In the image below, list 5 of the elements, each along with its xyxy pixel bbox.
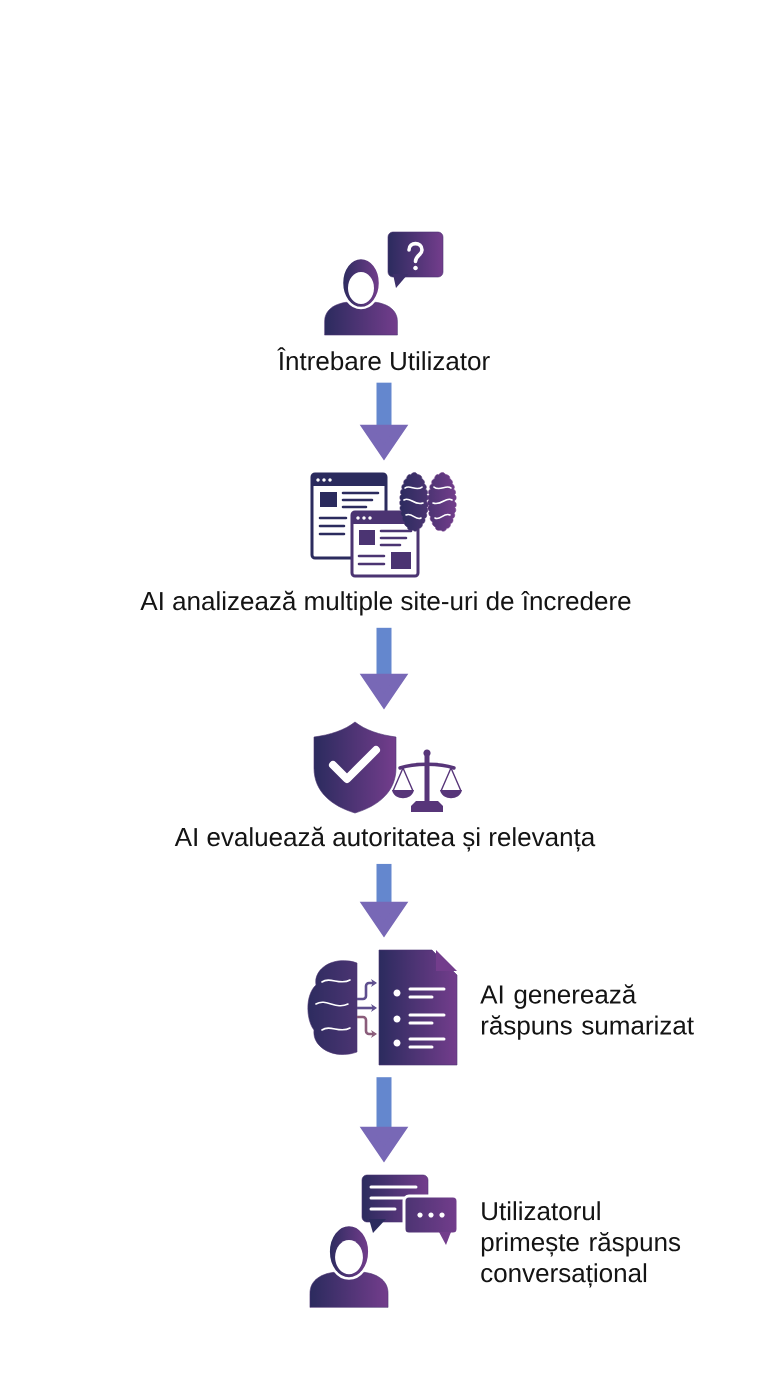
step-caption: Întrebare Utilizator bbox=[277, 347, 490, 371]
step-caption: Utilizatorul primește răspuns conversațional bbox=[481, 1201, 681, 1288]
step-caption: AI analizează multiple site-uri de încredere bbox=[140, 590, 631, 616]
step-caption: AI evaluează autoritatea și relevanța bbox=[174, 826, 596, 852]
step-caption: AI generează răspuns sumarizat bbox=[480, 984, 694, 1040]
